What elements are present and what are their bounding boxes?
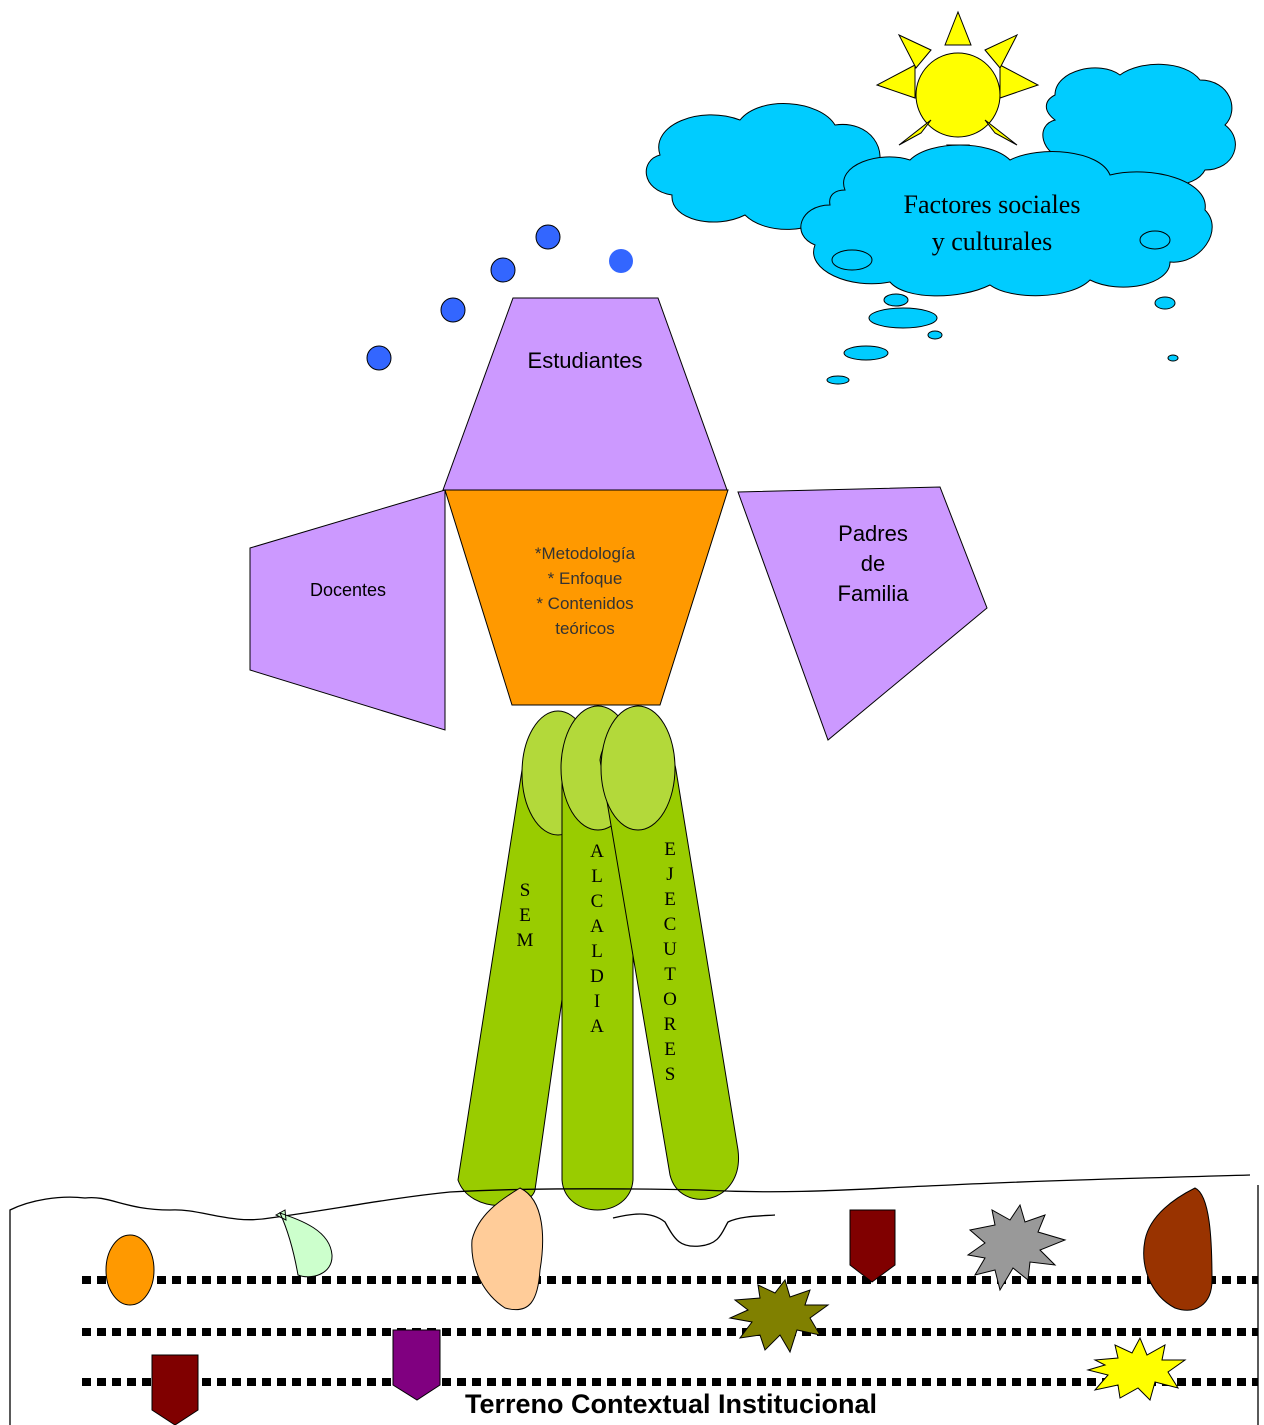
methodology-line-1: *Metodología — [535, 544, 636, 563]
alcaldia-letter: L — [591, 941, 603, 962]
cloud-label-line2: y culturales — [932, 227, 1053, 256]
bubble-dot — [441, 298, 465, 322]
cloud-label-line1: Factores sociales — [904, 190, 1081, 219]
alcaldia-letter: A — [590, 916, 604, 937]
alcaldia-letter: L — [591, 866, 603, 887]
students-shape — [443, 298, 727, 490]
students-label: Estudiantes — [528, 348, 643, 373]
ejecutores-letter: E — [664, 889, 676, 910]
ejecutores-letter: R — [664, 1014, 677, 1035]
ejecutores-letter: S — [665, 1064, 676, 1085]
sem-letter: M — [517, 930, 534, 951]
maroon-shield-left — [152, 1355, 198, 1425]
alcaldia-letter: A — [590, 1016, 604, 1037]
ejecutores-letter: T — [664, 964, 676, 985]
alcaldia-letter: C — [591, 891, 604, 912]
teachers-shape — [250, 490, 445, 730]
parents-line-2: de — [861, 551, 885, 576]
purple-shield — [393, 1330, 440, 1400]
ground-label: Terreno Contextual Institucional — [465, 1389, 877, 1419]
brown-stone — [1144, 1188, 1212, 1310]
mint-stone — [276, 1210, 332, 1277]
ejecutores-letter: J — [666, 864, 673, 885]
teachers-label: Docentes — [310, 580, 386, 600]
ejecutores-letter: C — [664, 914, 677, 935]
ejecutores-letter: O — [663, 989, 677, 1010]
methodology-line-3: * Contenidos — [536, 594, 633, 613]
ejecutores-letter: E — [664, 1039, 676, 1060]
olive-burst — [730, 1280, 828, 1352]
yellow-burst — [1088, 1338, 1185, 1400]
alcaldia-letter: A — [590, 841, 604, 862]
bubble-dot — [536, 225, 560, 249]
orange-stone — [106, 1235, 154, 1305]
methodology-line-2: * Enfoque — [548, 569, 623, 588]
peach-stone — [472, 1188, 543, 1310]
sun-icon — [877, 12, 1038, 162]
maroon-shield-right — [850, 1210, 895, 1282]
alcaldia-letter: D — [590, 966, 604, 987]
bubble-dot — [491, 258, 515, 282]
parents-line-1: Padres — [838, 521, 908, 546]
parents-line-3: Familia — [838, 581, 910, 606]
bubble-dot — [367, 346, 391, 370]
methodology-line-4: teóricos — [555, 619, 615, 638]
sem-letter: S — [520, 880, 531, 901]
alcaldia-letter: I — [594, 991, 600, 1012]
ground-dashed-lines — [82, 1280, 1258, 1382]
ejecutores-letter: E — [664, 839, 676, 860]
bubble-dot — [609, 249, 633, 273]
sem-letter: E — [519, 905, 531, 926]
ejecutores-letter: U — [663, 939, 677, 960]
